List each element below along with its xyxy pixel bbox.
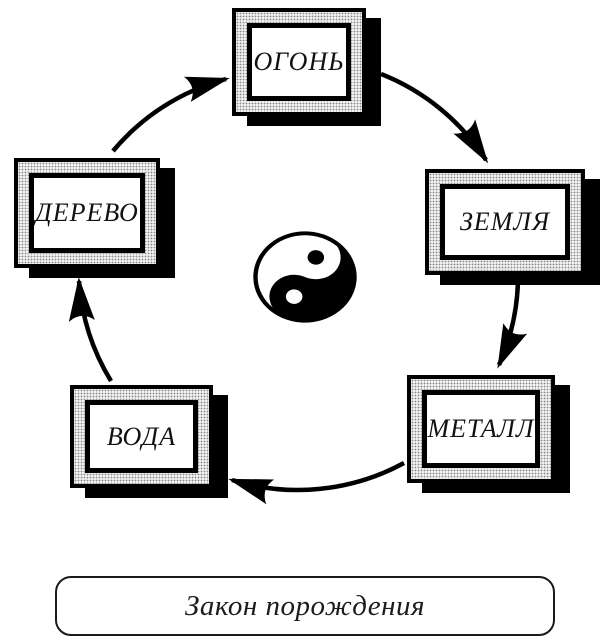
node-water: ВОДА [70,385,213,488]
node-earth-inner: ЗЕМЛЯ [440,184,570,260]
node-earth: ЗЕМЛЯ [425,169,585,275]
node-water-inner: ВОДА [85,400,198,473]
node-water-label: ВОДА [106,421,177,451]
node-fire: ОГОНЬ [232,8,366,116]
node-fire-inner: ОГОНЬ [247,23,351,101]
arrow-metal-to-water [228,461,406,505]
node-wood-label: ДЕРЕВО [35,198,139,227]
node-metal: МЕТАЛЛ [407,375,555,483]
arrow-earth-to-metal [496,280,528,369]
yin-yang-icon [253,231,357,323]
arrow-water-to-wood [68,277,113,383]
node-metal-label: МЕТАЛЛ [427,414,535,443]
caption-label: Закон порождения [185,589,425,622]
arrow-wood-to-fire [111,76,230,153]
node-fire-label: ОГОНЬ [253,47,345,76]
node-wood: ДЕРЕВО [14,158,160,268]
node-earth-label: ЗЕМЛЯ [459,207,551,236]
node-wood-inner: ДЕРЕВО [29,173,145,253]
arrow-fire-to-earth [380,71,489,164]
caption-box: Закон порождения [55,576,555,636]
node-metal-inner: МЕТАЛЛ [422,390,540,468]
